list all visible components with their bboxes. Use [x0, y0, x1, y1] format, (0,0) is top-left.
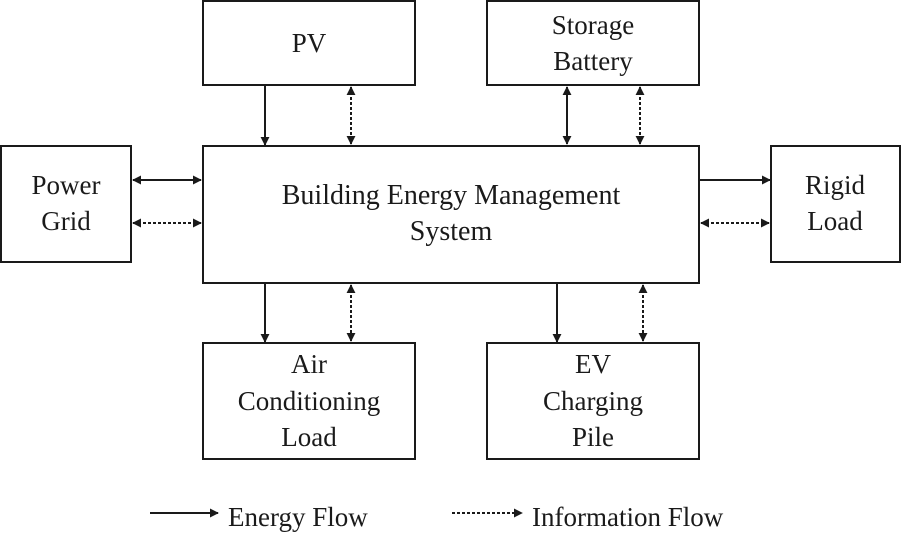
storage-battery-label-line-1: Storage — [552, 10, 634, 40]
power-grid-node: Power Grid — [0, 145, 132, 263]
air-conditioning-label-line-1: Air — [291, 349, 327, 379]
rigid-load-node: Rigid Load — [770, 145, 901, 263]
ev-charging-label-line-3: Pile — [572, 422, 614, 452]
storage-battery-label-line-2: Battery — [553, 46, 633, 76]
bems-node: Building Energy Management System — [202, 145, 700, 284]
bems-label-line-2: System — [410, 216, 493, 247]
legend-information-flow-label: Information Flow — [532, 502, 724, 532]
pv-label: PV — [292, 28, 327, 58]
ev-charging-label-line-2: Charging — [543, 386, 643, 416]
ev-charging-pile-node: EV Charging Pile — [486, 342, 700, 460]
pv-node: PV — [202, 0, 416, 86]
bems-label-line-1: Building Energy Management — [282, 180, 621, 211]
air-conditioning-label-line-2: Conditioning — [238, 386, 381, 416]
ev-charging-label-line-1: EV — [575, 349, 611, 379]
air-conditioning-label-line-3: Load — [281, 422, 337, 452]
rigid-load-label-line-2: Load — [807, 206, 863, 236]
power-grid-label-line-2: Grid — [41, 206, 91, 236]
legend: Energy Flow Information Flow — [150, 502, 724, 532]
storage-battery-node: Storage Battery — [486, 0, 700, 86]
air-conditioning-load-node: Air Conditioning Load — [202, 342, 416, 460]
legend-energy-flow-label: Energy Flow — [228, 502, 368, 532]
rigid-load-label-line-1: Rigid — [805, 170, 866, 200]
power-grid-label-line-1: Power — [32, 170, 101, 200]
